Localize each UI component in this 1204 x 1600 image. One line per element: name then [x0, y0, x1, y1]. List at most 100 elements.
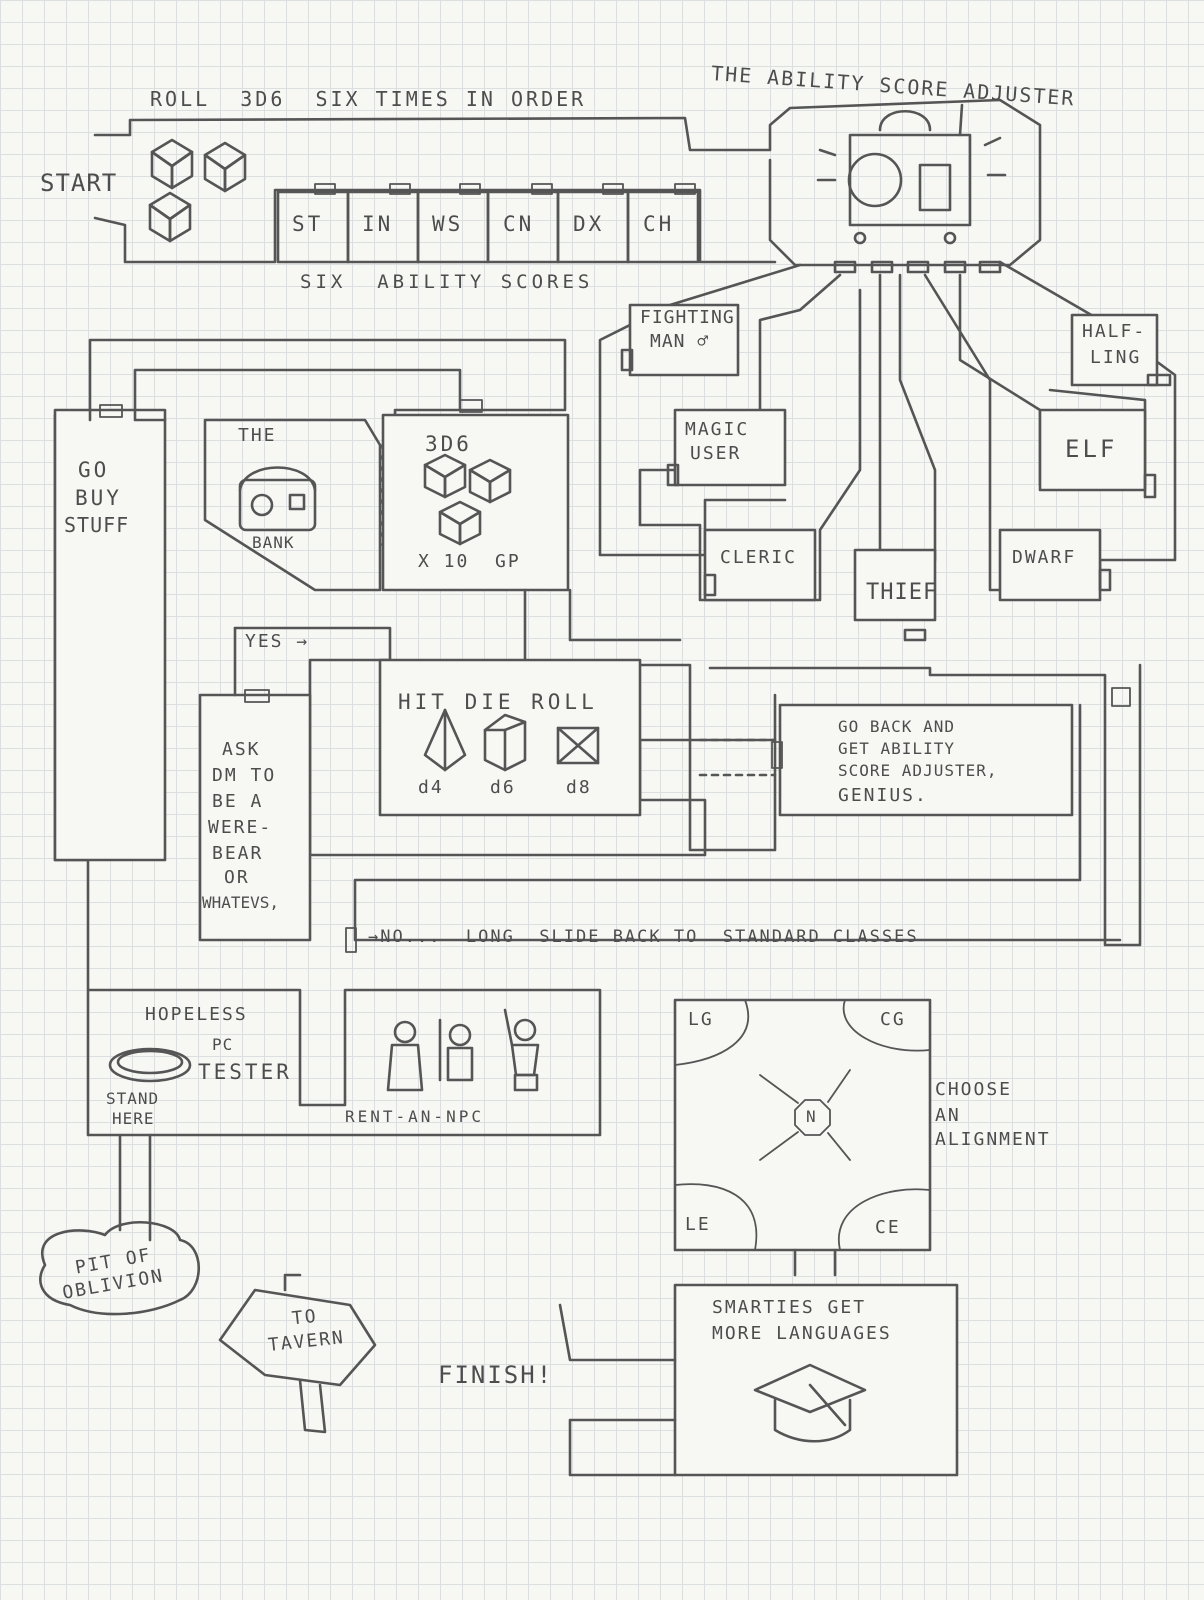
- ability-st: ST: [292, 212, 324, 236]
- shop-stuff: STUFF: [64, 513, 130, 537]
- tavern-1: TO: [290, 1305, 319, 1330]
- ask-dm-3: BE A: [212, 791, 264, 812]
- go-back-2: GET ABILITY: [838, 739, 955, 758]
- class-fighting-man-2: MAN ♂: [650, 331, 710, 352]
- go-back-3: SCORE ADJUSTER,: [838, 761, 998, 780]
- room-cleric: [703, 528, 817, 602]
- class-cleric: CLERIC: [720, 547, 798, 568]
- room-thief: [853, 548, 937, 622]
- corridor-center: [523, 588, 777, 852]
- class-halfling: HALF-: [1082, 321, 1147, 342]
- tester-pc: PC: [212, 1035, 234, 1054]
- npc-figures-icon: [386, 1008, 540, 1092]
- shop-buy: BUY: [75, 486, 122, 510]
- finish-label: FINISH!: [438, 1361, 554, 1389]
- rent-npc-label: RENT-AN-NPC: [345, 1107, 484, 1126]
- tester-here: HERE: [112, 1109, 155, 1128]
- corridor-top-left: [88, 338, 567, 422]
- class-fighting-man: FIGHTING: [640, 307, 735, 328]
- bank-the: THE: [238, 425, 277, 446]
- class-magic-user-2: USER: [690, 443, 742, 464]
- ability-ws: WS: [432, 212, 464, 236]
- adjuster-exits: [833, 260, 1002, 274]
- room-go-back: [778, 703, 1074, 817]
- ask-dm-2: DM TO: [212, 765, 277, 786]
- room-fighting-man: [628, 303, 740, 377]
- class-doors: [620, 348, 1172, 642]
- room-magic-user: [673, 408, 787, 487]
- ability-cn: CN: [503, 212, 535, 236]
- hit-die-d8: d8: [566, 777, 592, 798]
- yes-label: YES →: [245, 631, 310, 652]
- hit-die-icons: [423, 708, 600, 772]
- gold-gp-label: X 10 GP: [418, 551, 521, 572]
- shop-go: GO: [78, 458, 110, 482]
- bank-label: BANK: [252, 533, 295, 552]
- class-halfling-2: LING: [1090, 347, 1142, 368]
- alignment-curves: [674, 999, 931, 1251]
- align-n: N: [806, 1107, 817, 1126]
- hit-die-d6: d6: [490, 777, 516, 798]
- room-dwarf: [998, 528, 1102, 602]
- tester-tester: TESTER: [198, 1060, 292, 1084]
- no-slide-label: →NO... LONG SLIDE BACK TO STANDARD CLASS…: [368, 927, 919, 947]
- ask-dm-7: WHATEVS,: [202, 893, 280, 912]
- tester-stand: STAND: [106, 1089, 160, 1108]
- pit-cloud: [39, 1220, 201, 1316]
- hit-die-d4: d4: [418, 777, 444, 798]
- start-dice-icon: [148, 138, 247, 243]
- adjuster-machine-icon: [816, 103, 1007, 245]
- start-label: START: [40, 169, 118, 197]
- corridor-slide: [353, 663, 1142, 947]
- room-elf: [1038, 408, 1147, 492]
- ask-dm-5: BEAR: [212, 843, 264, 864]
- ability-scores-caption: SIX ABILITY SCORES: [300, 271, 594, 293]
- room-languages: [673, 1283, 959, 1477]
- corridor-go-back: [698, 738, 777, 777]
- ask-dm-6: OR: [224, 867, 250, 888]
- room-hit-die: [378, 658, 642, 817]
- roll-title: ROLL 3D6 SIX TIMES IN ORDER: [150, 87, 587, 111]
- class-magic-user: MAGIC: [685, 419, 750, 440]
- choose-2: AN: [935, 1105, 961, 1126]
- ask-dm-1: ASK: [222, 739, 261, 760]
- room-ask-dm: [198, 693, 312, 942]
- tester-plate-icon: [108, 1047, 192, 1083]
- corridor-languages: [793, 1248, 837, 1277]
- class-elf: ELF: [1065, 435, 1118, 463]
- room-shop: [53, 408, 167, 862]
- room-bank: [203, 418, 382, 592]
- choose-3: ALIGNMENT: [935, 1129, 1051, 1150]
- go-back-4: GENIUS.: [838, 785, 928, 806]
- room-halfling: [1070, 313, 1159, 387]
- align-lg: LG: [688, 1009, 714, 1030]
- corridor-mid-left: [638, 273, 862, 602]
- class-dwarf: DWARF: [1012, 547, 1077, 568]
- ability-ch: CH: [643, 212, 675, 236]
- gold-dice-label: 3D6: [425, 432, 472, 456]
- ability-boxes: [276, 183, 700, 264]
- corridor-thief: [878, 273, 937, 562]
- grad-cap-icon: [753, 1363, 867, 1443]
- tavern-sign-icon: [218, 1273, 377, 1434]
- class-thief: THIEF: [866, 580, 938, 605]
- room-gold: [381, 413, 570, 592]
- room-alignment: [673, 998, 932, 1252]
- align-ce: CE: [875, 1217, 901, 1238]
- languages-1: SMARTIES GET: [712, 1297, 867, 1318]
- ask-dm-4: WERE-: [208, 817, 273, 838]
- wall-top: [93, 98, 1042, 267]
- go-back-1: GO BACK AND: [838, 717, 955, 736]
- ability-dx: DX: [573, 212, 605, 236]
- wall-finish: [558, 1303, 677, 1477]
- choose-1: CHOOSE: [935, 1079, 1013, 1100]
- wall-dice-room: [93, 188, 777, 264]
- tester-hopeless: HOPELESS: [145, 1004, 248, 1025]
- hit-die-title: HIT DIE ROLL: [398, 690, 598, 714]
- align-cg: CG: [880, 1009, 906, 1030]
- gold-dice-icon: [423, 453, 512, 546]
- ability-in: IN: [362, 212, 394, 236]
- bank-chest-icon: [238, 466, 317, 532]
- languages-2: MORE LANGUAGES: [712, 1323, 892, 1344]
